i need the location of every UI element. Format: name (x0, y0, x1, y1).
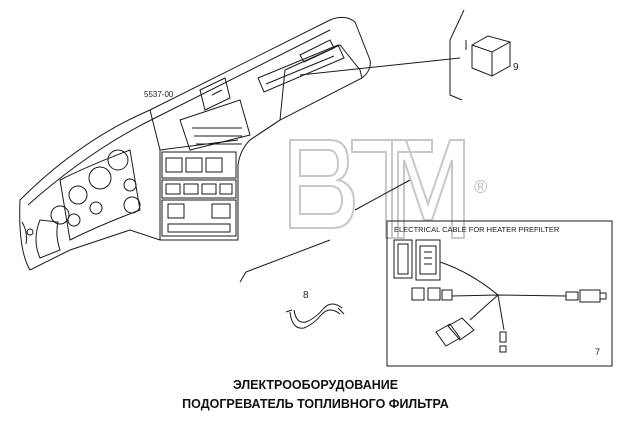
callout-8: 8 (303, 290, 309, 301)
relay-bracket-line (449, 9, 465, 101)
relay-component (465, 35, 511, 77)
leader-relay (299, 57, 461, 76)
leader-cable (245, 239, 331, 273)
callout-7: 7 (595, 347, 600, 357)
leader-kit (354, 179, 411, 211)
registered-mark: ® (474, 177, 487, 197)
leader-cable-end (239, 271, 247, 283)
caption-line-1: ЭЛЕКТРООБОРУДОВАНИЕ (232, 378, 399, 392)
callout-9: 9 (513, 62, 519, 73)
caption-line-2: ПОДОГРЕВАТЕЛЬ ТОПЛИВНОГО ФИЛЬТРА (182, 397, 449, 411)
watermark (289, 139, 465, 239)
loose-cable (285, 303, 345, 329)
ref-code: 5537-00 (144, 90, 174, 99)
kit-harness (393, 239, 607, 353)
kit-frame (386, 220, 613, 367)
kit-title: ELECTRICAL CABLE FOR HEATER PREFILTER (394, 225, 560, 234)
dashboard-outline (19, 16, 371, 271)
